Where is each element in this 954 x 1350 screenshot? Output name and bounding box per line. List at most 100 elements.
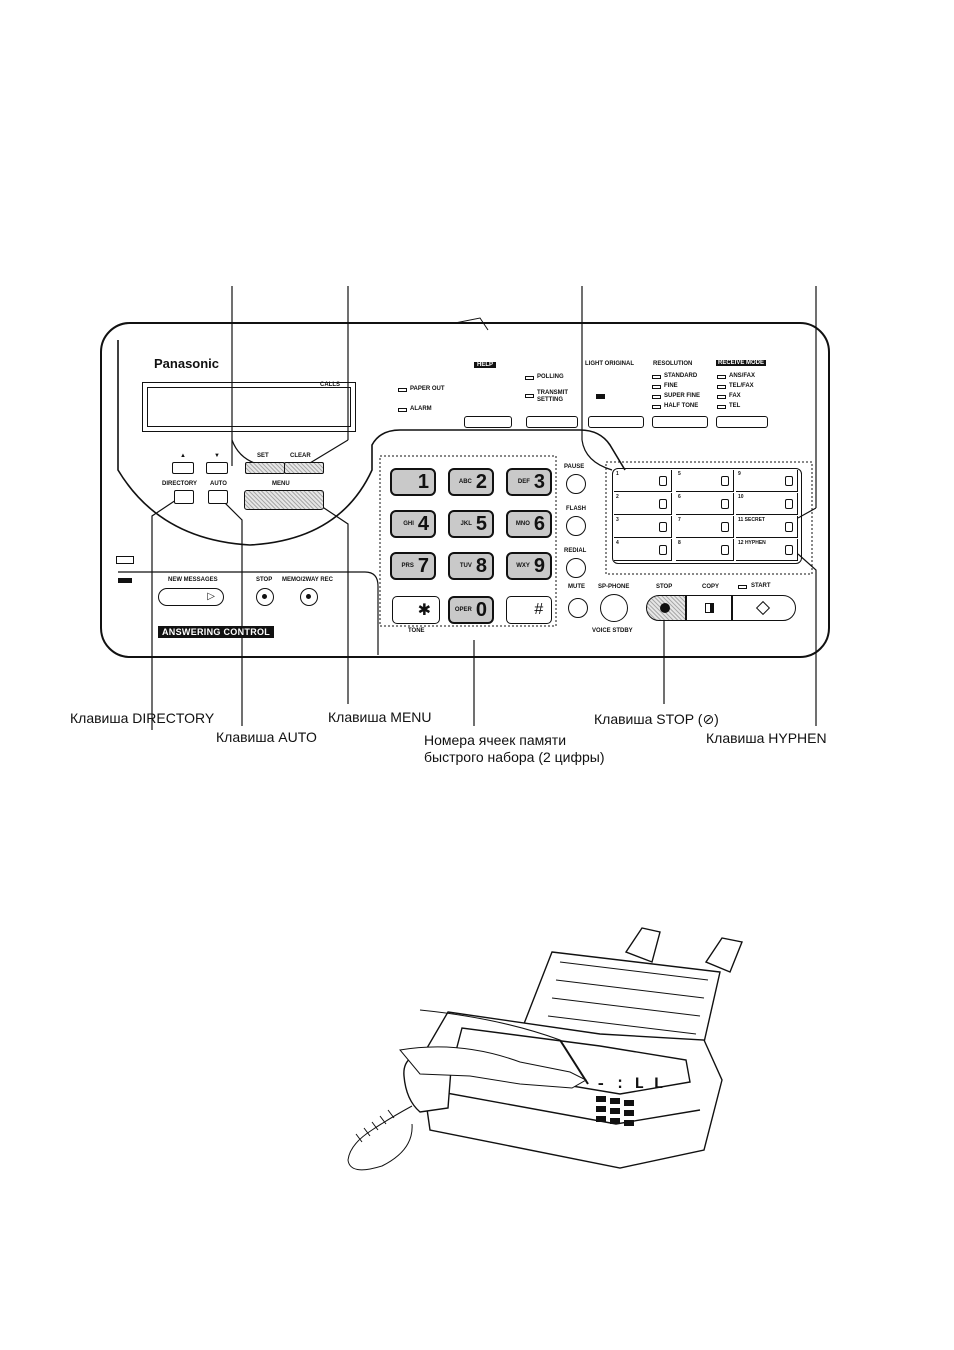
redial-label: REDIAL bbox=[564, 548, 587, 554]
auto-button[interactable] bbox=[208, 490, 228, 504]
star-icon: ✱ bbox=[417, 602, 431, 619]
one-touch-button[interactable] bbox=[659, 499, 667, 509]
mode-led-2 bbox=[717, 395, 726, 399]
arrow-down-button[interactable] bbox=[206, 462, 228, 474]
one-touch-station-3[interactable]: 3 bbox=[614, 516, 672, 538]
arrow-down-label: ▼ bbox=[214, 453, 220, 459]
panel-top-mark bbox=[454, 317, 489, 331]
start-label: START bbox=[751, 583, 771, 589]
one-touch-button[interactable] bbox=[721, 499, 729, 509]
one-touch-button[interactable] bbox=[721, 476, 729, 486]
one-touch-button[interactable] bbox=[659, 545, 667, 555]
one-touch-button[interactable] bbox=[721, 545, 729, 555]
transmit-label-2: SETTING bbox=[537, 397, 564, 403]
sp-phone-label: SP-PHONE bbox=[598, 584, 630, 590]
set-label: SET bbox=[257, 453, 269, 459]
one-touch-button[interactable] bbox=[659, 522, 667, 532]
start-button[interactable] bbox=[732, 595, 796, 621]
stop-icon bbox=[660, 603, 670, 613]
one-touch-station-6[interactable]: 6 bbox=[676, 493, 734, 515]
leader-hyphen bbox=[797, 553, 817, 726]
one-touch-station-11[interactable]: 11 SECRET bbox=[736, 516, 798, 538]
one-touch-station-9[interactable]: 9 bbox=[736, 470, 798, 492]
stop-button[interactable] bbox=[646, 595, 686, 621]
transmit-setting-button[interactable] bbox=[526, 416, 578, 428]
one-touch-label: 11 SECRET bbox=[738, 517, 765, 523]
menu-label: MENU bbox=[272, 481, 290, 487]
mute-label: MUTE bbox=[568, 584, 585, 590]
directory-button[interactable] bbox=[174, 490, 194, 504]
clear-button[interactable] bbox=[284, 462, 324, 474]
one-touch-station-7[interactable]: 7 bbox=[676, 516, 734, 538]
one-touch-button[interactable] bbox=[785, 545, 793, 555]
handset-icon bbox=[116, 556, 134, 564]
one-touch-label: 6 bbox=[678, 494, 681, 500]
one-touch-button[interactable] bbox=[721, 522, 729, 532]
light-original-label: LIGHT ORIGINAL bbox=[585, 361, 634, 367]
one-touch-station-5[interactable]: 5 bbox=[676, 470, 734, 492]
mode-led-0 bbox=[717, 375, 726, 379]
menu-button[interactable] bbox=[244, 490, 324, 510]
sp-phone-button[interactable] bbox=[600, 594, 628, 622]
one-touch-label: 8 bbox=[678, 540, 681, 546]
leader-auto bbox=[221, 499, 243, 726]
one-touch-station-12[interactable]: 12 HYPHEN bbox=[736, 539, 798, 561]
left-arrow-button[interactable] bbox=[588, 416, 644, 428]
one-touch-station-8[interactable]: 8 bbox=[676, 539, 734, 561]
res-led-3 bbox=[652, 405, 661, 409]
resolution-button[interactable] bbox=[652, 416, 708, 428]
star-button[interactable]: ✱ bbox=[392, 596, 440, 624]
help-button[interactable] bbox=[464, 416, 512, 428]
voice-stdby-label: VOICE STDBY bbox=[592, 628, 633, 634]
flash-button[interactable] bbox=[566, 516, 586, 536]
clear-label: CLEAR bbox=[290, 453, 311, 459]
one-touch-label: 4 bbox=[616, 540, 619, 546]
light-original-led bbox=[596, 394, 605, 399]
paper-out-label: PAPER OUT bbox=[410, 386, 445, 392]
keypad-dotted-box bbox=[379, 455, 557, 627]
tone-label: TONE bbox=[408, 628, 425, 634]
one-touch-button[interactable] bbox=[659, 476, 667, 486]
memo-button[interactable] bbox=[300, 588, 318, 606]
one-touch-button[interactable] bbox=[785, 499, 793, 509]
redial-button[interactable] bbox=[566, 558, 586, 578]
one-touch-label: 3 bbox=[616, 517, 619, 523]
mode-led-1 bbox=[717, 385, 726, 389]
lcd-display bbox=[142, 382, 356, 432]
hash-button[interactable]: # bbox=[506, 596, 552, 624]
one-touch-button[interactable] bbox=[785, 476, 793, 486]
one-touch-button[interactable] bbox=[785, 522, 793, 532]
new-messages-button[interactable]: ▷ bbox=[158, 588, 224, 606]
callout-auto: Клавиша AUTO bbox=[216, 729, 317, 745]
copy-button[interactable] bbox=[686, 595, 732, 621]
key-1[interactable]: 1 bbox=[390, 468, 436, 496]
res-led-2 bbox=[652, 395, 661, 399]
alarm-led bbox=[398, 408, 407, 412]
memo-label: MEMO/2WAY REC bbox=[282, 577, 334, 583]
one-touch-label: 7 bbox=[678, 517, 681, 523]
one-touch-station-2[interactable]: 2 bbox=[614, 493, 672, 515]
pause-button[interactable] bbox=[566, 474, 586, 494]
callout-hyphen: Клавиша HYPHEN bbox=[706, 730, 827, 746]
res-option-super-fine: SUPER FINE bbox=[664, 393, 701, 399]
arrow-up-button[interactable] bbox=[172, 462, 194, 474]
mode-led-3 bbox=[717, 405, 726, 409]
one-touch-station-4[interactable]: 4 bbox=[614, 539, 672, 561]
receive-mode-button[interactable] bbox=[716, 416, 768, 428]
one-touch-station-1[interactable]: 1 bbox=[614, 470, 672, 492]
one-touch-station-10[interactable]: 10 bbox=[736, 493, 798, 515]
mute-button[interactable] bbox=[568, 598, 588, 618]
brand-logo: Panasonic bbox=[154, 356, 220, 371]
key-0[interactable]: OPER 0 bbox=[448, 596, 494, 624]
ans-stop-label: STOP bbox=[256, 577, 273, 583]
ans-stop-button[interactable] bbox=[256, 588, 274, 606]
